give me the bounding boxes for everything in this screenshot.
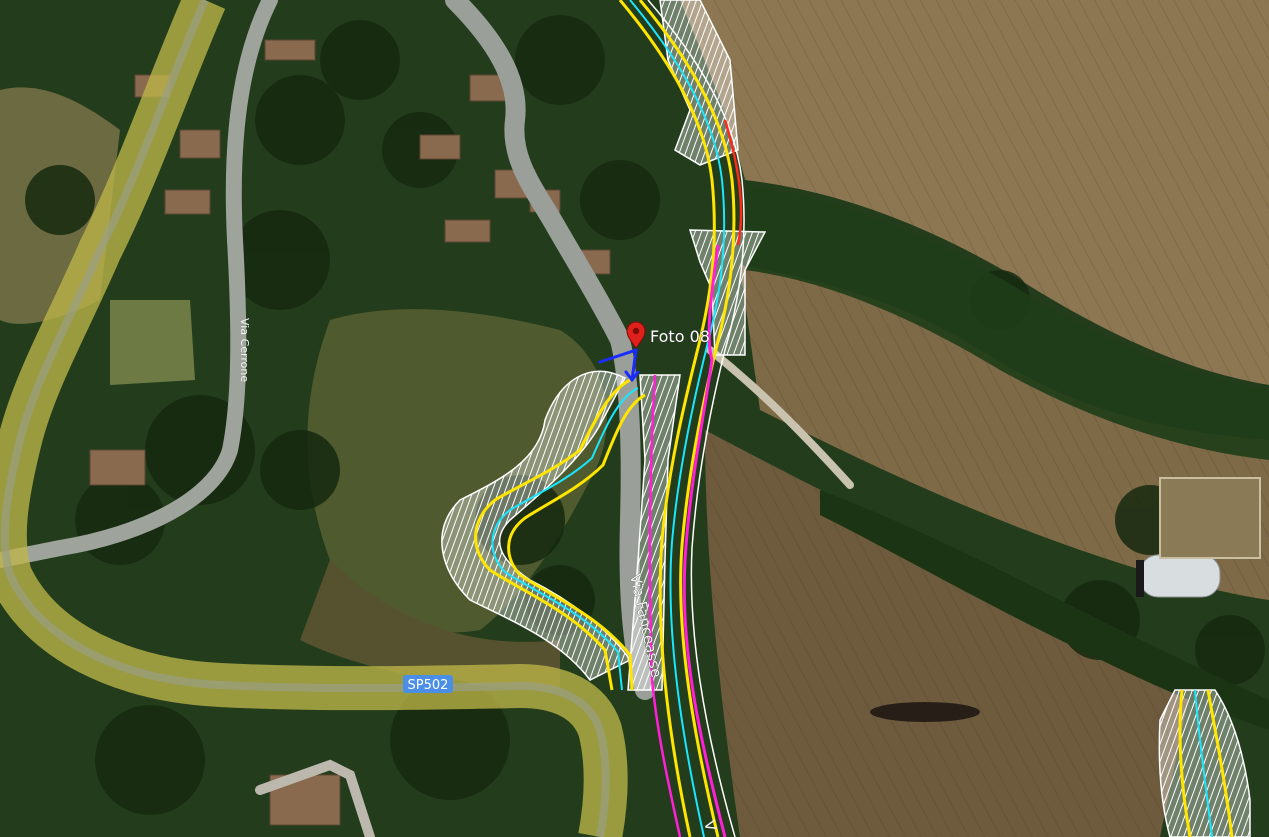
design-alignment-branch	[474, 378, 646, 691]
map-pin-icon[interactable]	[626, 321, 646, 349]
driveway-bottom	[255, 759, 375, 837]
view-direction-arrow	[598, 348, 640, 382]
dirt-track	[706, 346, 854, 489]
hedgerow	[745, 185, 1269, 460]
design-alignment-main	[618, 0, 745, 837]
garden-left	[110, 300, 195, 385]
road-village	[445, 0, 655, 700]
road-label-sp502-text: SP502	[408, 678, 449, 693]
road-via-cerrone	[0, 0, 278, 568]
tree-shadow	[870, 702, 980, 722]
field-lower-left	[300, 560, 560, 690]
greenhouse-structure	[1136, 477, 1261, 598]
design-alignment-bottom-right	[1178, 689, 1234, 837]
placemark-label: Foto 08	[650, 327, 710, 346]
buildings	[89, 39, 611, 826]
tree-line-lower	[820, 490, 1269, 730]
road-label-sp502[interactable]: SP502	[403, 675, 453, 693]
road-label-via-cerrone: Via Cerrone	[238, 318, 251, 382]
